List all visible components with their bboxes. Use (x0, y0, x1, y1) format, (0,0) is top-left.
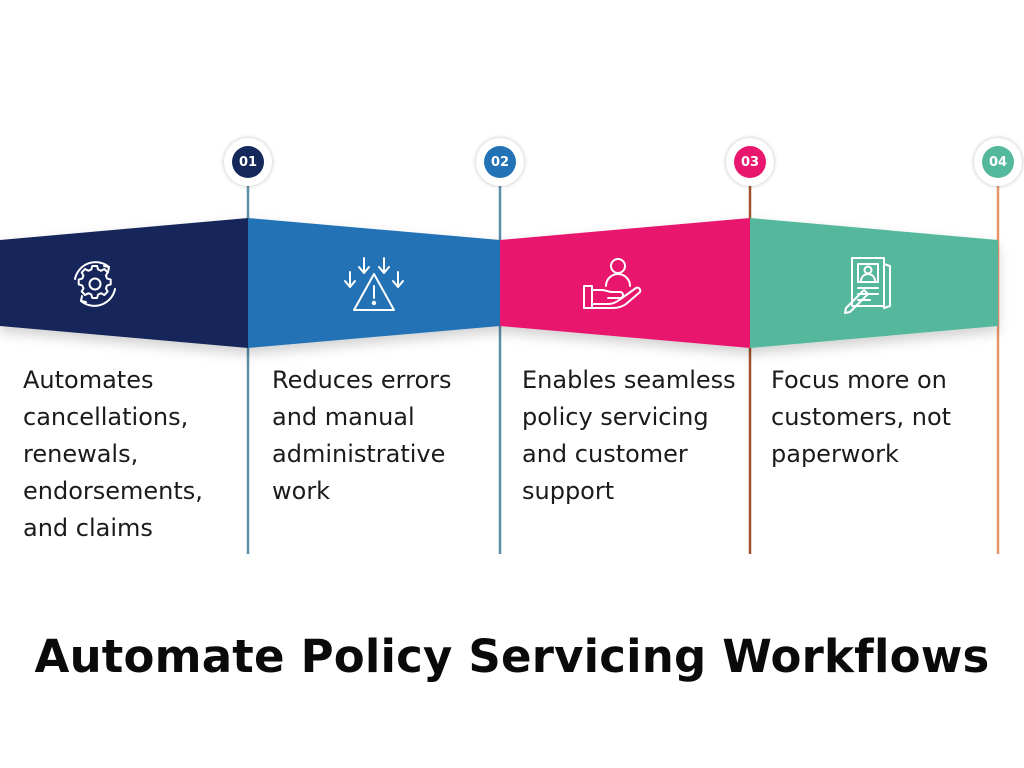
step-text-4: Focus more on customers, not paperwork (771, 366, 952, 468)
ribbon-segment-2 (248, 218, 500, 348)
step-badge-2: 02 (476, 138, 524, 186)
hand-person-icon (583, 258, 642, 309)
gear-cycle-icon (74, 261, 116, 307)
warning-arrows-icon (344, 257, 404, 311)
page-title: Automate Policy Servicing Workflows (34, 630, 990, 683)
ribbon-segment-3 (500, 218, 750, 348)
step-text-1: Automates cancellations, renewals, endor… (23, 366, 203, 542)
step-text-2: Reduces errors and manual administrative… (272, 366, 452, 505)
document-profile-icon (844, 257, 891, 314)
step-badge-1: 01 (224, 138, 272, 186)
ribbon-segment-1 (0, 218, 248, 348)
step-badge-4: 04 (974, 138, 1022, 186)
step-text-3: Enables seamless policy servicing and cu… (522, 366, 736, 505)
step-number-4: 04 (982, 146, 1014, 178)
step-number-1: 01 (232, 146, 264, 178)
step-badge-3: 03 (726, 138, 774, 186)
step-number-3: 03 (734, 146, 766, 178)
step-number-2: 02 (484, 146, 516, 178)
